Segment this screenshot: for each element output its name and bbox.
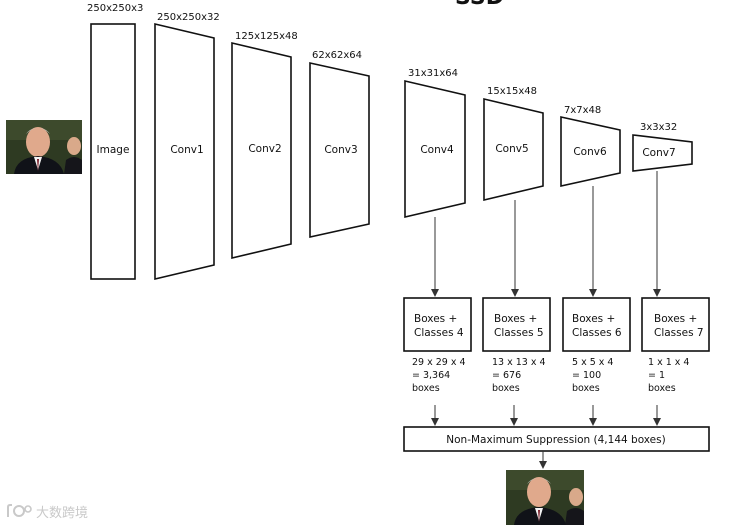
watermark: 大数跨境: [6, 500, 88, 522]
label-conv5: Conv5: [495, 143, 528, 155]
head7-line1: Boxes +: [654, 313, 697, 325]
calc6-l3: boxes: [572, 383, 600, 394]
label-conv6: Conv6: [573, 146, 607, 158]
label-conv2: Conv2: [248, 143, 281, 155]
calc7-l3: boxes: [648, 383, 676, 394]
head6-line2: Classes 6: [572, 327, 622, 339]
label-conv3: Conv3: [324, 144, 357, 156]
dim-conv3: 62x62x64: [312, 50, 362, 61]
label-conv4: Conv4: [420, 144, 454, 156]
head6-line1: Boxes +: [572, 313, 615, 325]
output-photo: [506, 470, 584, 525]
head5-line1: Boxes +: [494, 313, 537, 325]
input-photo: [6, 120, 82, 174]
calc7-l2: = 1: [648, 370, 665, 381]
head4-line2: Classes 4: [414, 327, 464, 339]
portrait-photo-icon: [506, 470, 584, 525]
nms-label: Non-Maximum Suppression (4,144 boxes): [446, 434, 665, 446]
calc4-l3: boxes: [412, 383, 440, 394]
dim-conv6: 7x7x48: [564, 105, 601, 116]
calc6-l1: 5 x 5 x 4: [572, 357, 613, 368]
label-conv7: Conv7: [642, 147, 675, 159]
head4-line1: Boxes +: [414, 313, 457, 325]
dim-conv2: 125x125x48: [235, 31, 298, 42]
dim-conv1: 250x250x32: [157, 12, 220, 23]
calc4-l1: 29 x 29 x 4: [412, 357, 466, 368]
dim-conv5: 15x15x48: [487, 86, 537, 97]
label-image: Image: [97, 144, 130, 156]
calc5-l2: = 676: [492, 370, 521, 381]
calc4-l2: = 3,364: [412, 370, 450, 381]
calc6-l2: = 100: [572, 370, 601, 381]
calc5-l3: boxes: [492, 383, 520, 394]
label-conv1: Conv1: [170, 144, 203, 156]
portrait-photo-icon: [6, 120, 82, 174]
watermark-text: 大数跨境: [36, 502, 88, 521]
head5-line2: Classes 5: [494, 327, 544, 339]
dim-image: 250x250x3: [87, 3, 143, 14]
watermark-logo-icon: [6, 503, 32, 519]
calc5-l1: 13 x 13 x 4: [492, 357, 546, 368]
calc7-l1: 1 x 1 x 4: [648, 357, 689, 368]
head7-line2: Classes 7: [654, 327, 704, 339]
dim-conv4: 31x31x64: [408, 68, 458, 79]
dim-conv7: 3x3x32: [640, 122, 677, 133]
title-cropped: SSD: [455, 0, 504, 10]
